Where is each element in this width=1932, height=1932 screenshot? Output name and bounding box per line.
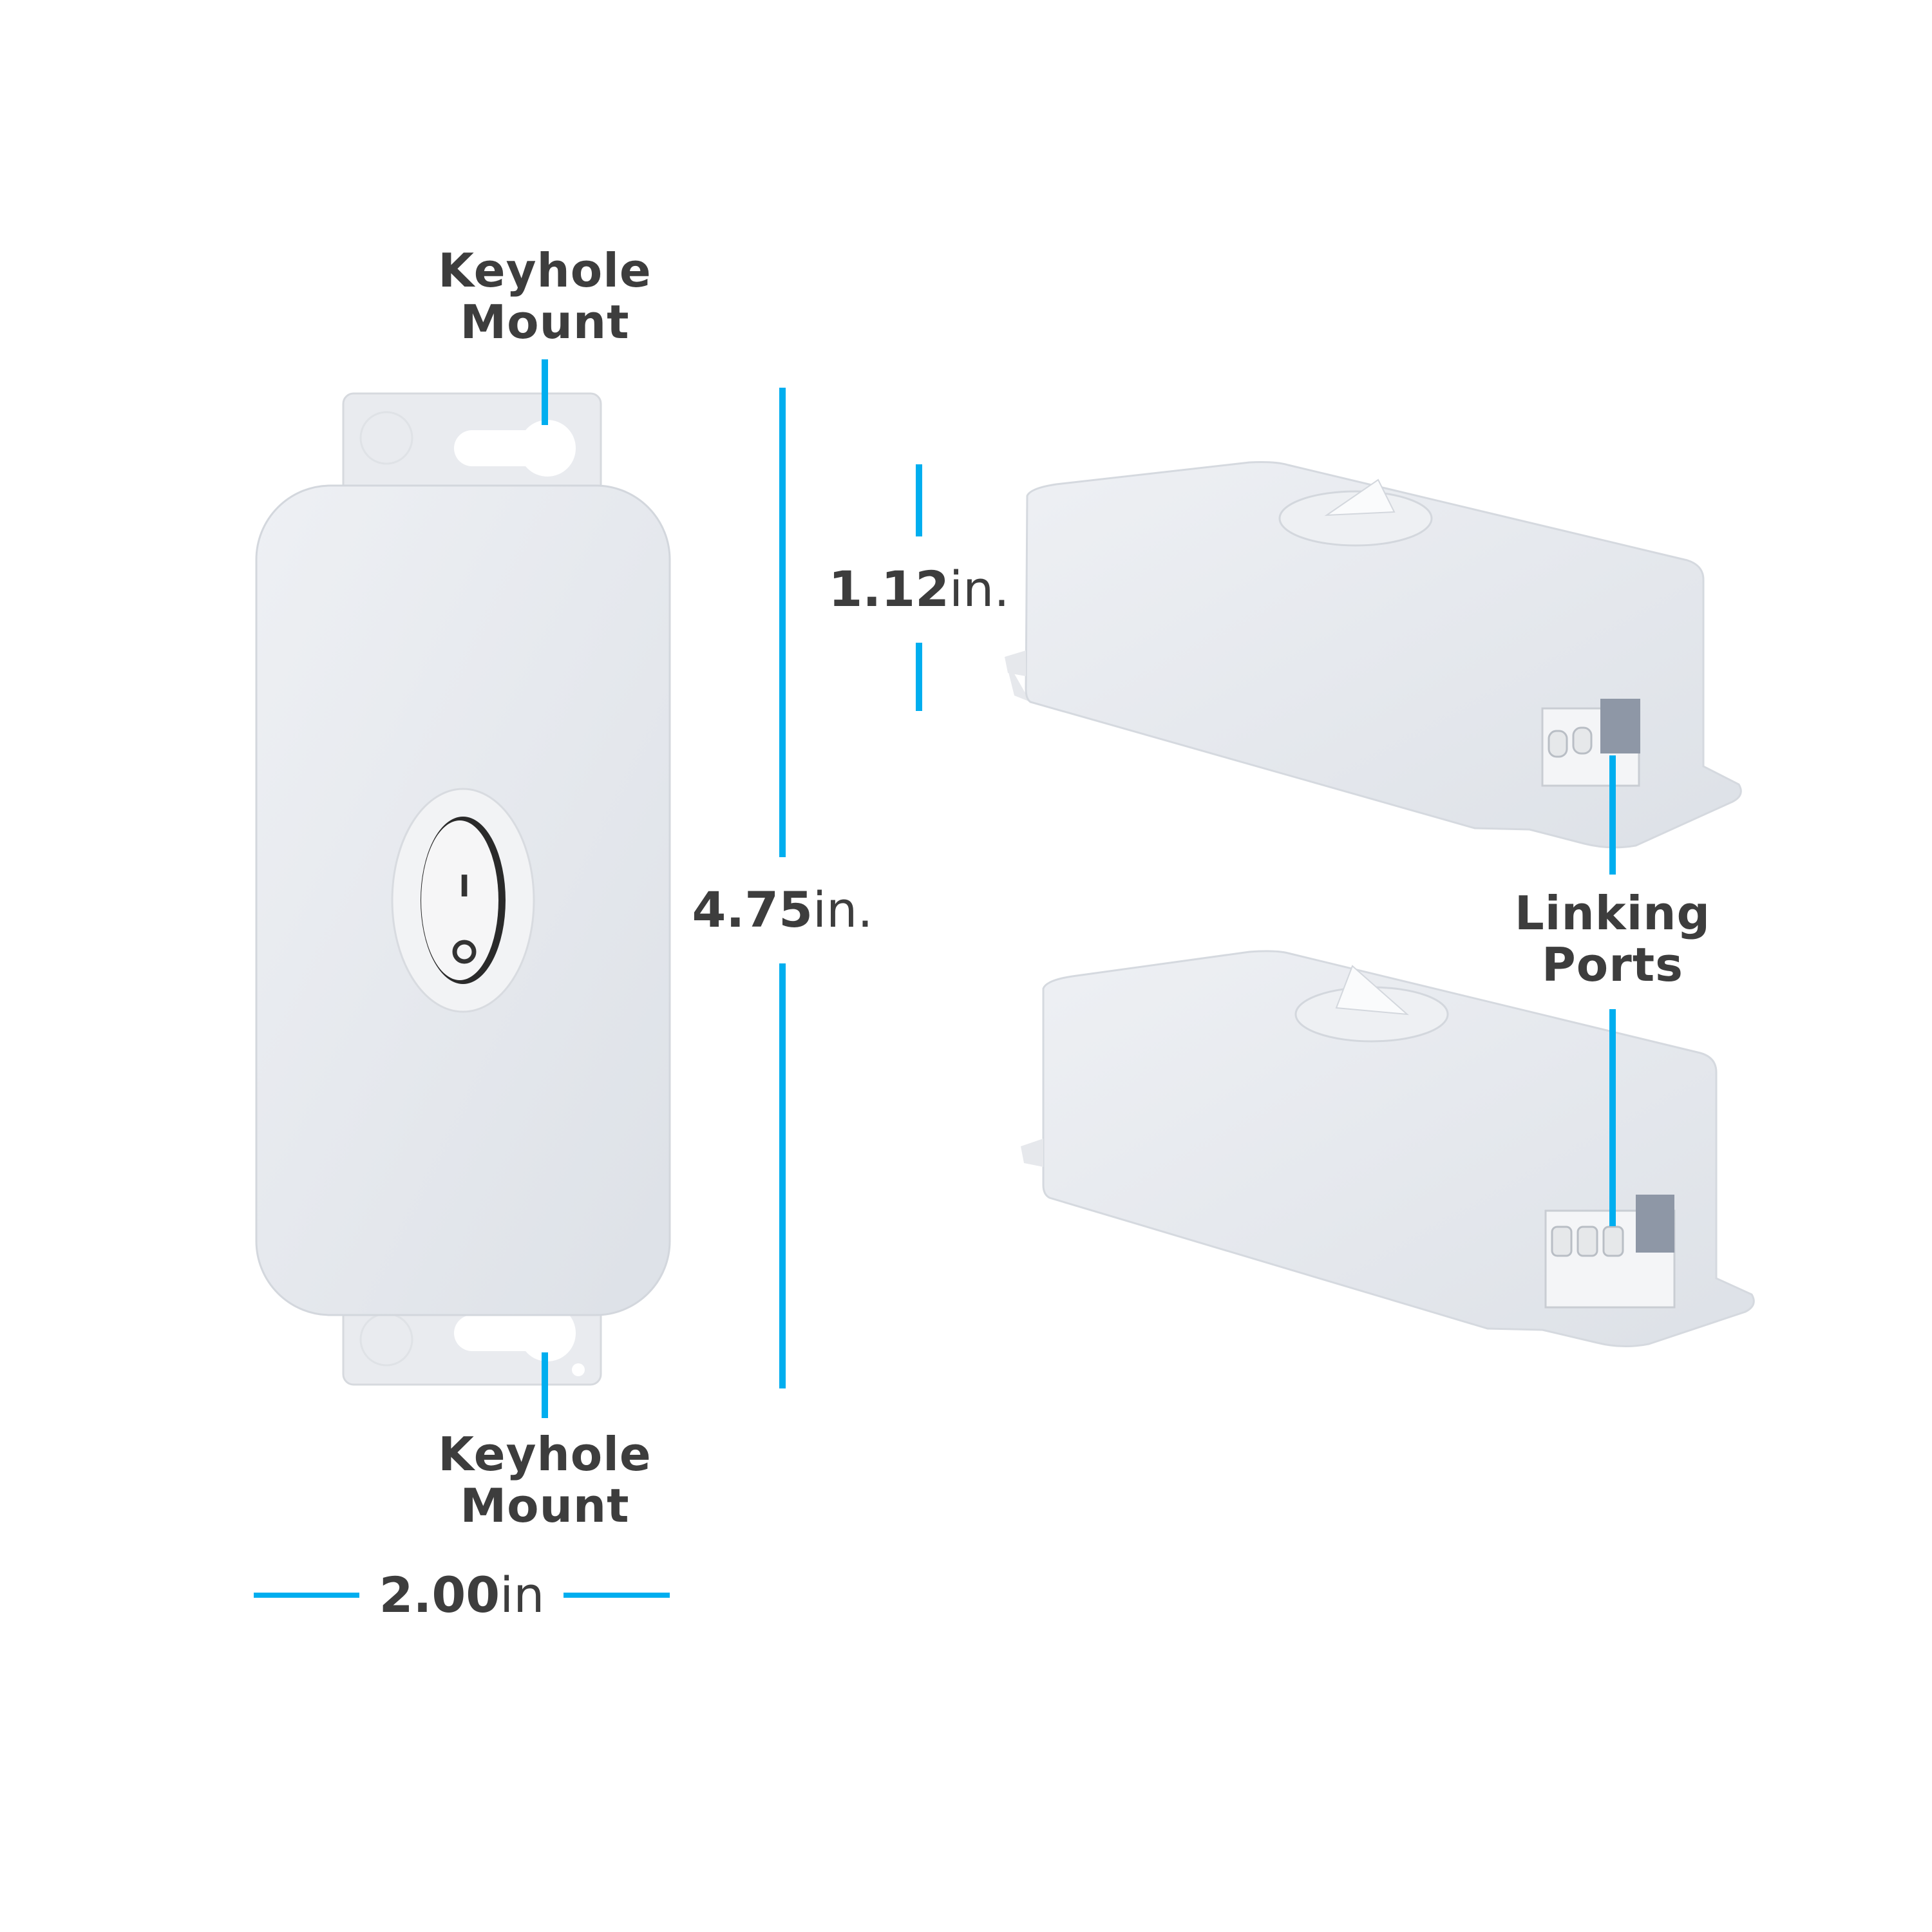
height-line-bottom	[779, 963, 786, 1388]
label-line: Keyhole	[438, 243, 652, 298]
label-line: Mount	[460, 295, 630, 349]
linking-ports-leader-bottom	[1609, 1009, 1616, 1226]
height-unit: in.	[813, 881, 873, 938]
width-unit: in	[500, 1566, 545, 1624]
height-dimension: 4.75in.	[692, 884, 873, 936]
side-view-switch-2	[1021, 950, 1755, 1348]
label-line: Ports	[1541, 938, 1683, 992]
label-line: Keyhole	[438, 1427, 652, 1481]
label-line: Linking	[1514, 886, 1711, 940]
off-mark	[452, 940, 477, 964]
depth-value: 1.12	[828, 560, 950, 618]
depth-unit: in.	[949, 560, 1010, 618]
keyhole-mount-bottom-label: Keyhole Mount	[438, 1428, 652, 1531]
keyhole-bottom-leader	[542, 1352, 548, 1418]
height-value: 4.75	[692, 881, 813, 938]
keyhole-top-leader	[542, 359, 548, 425]
keyhole-bottom-icon	[454, 1305, 576, 1361]
linking-ports-leader-top	[1609, 755, 1616, 875]
depth-dimension: 1.12in.	[829, 564, 1010, 615]
front-view-switch: I	[255, 392, 671, 1386]
label-line: Mount	[460, 1479, 630, 1533]
height-line-top	[779, 388, 786, 857]
width-line-right	[564, 1593, 670, 1598]
depth-line-top	[916, 464, 922, 536]
rocker-switch	[421, 820, 498, 980]
side-view-switch-1	[1005, 461, 1742, 849]
keyhole-top-icon	[454, 420, 576, 477]
keyhole-mount-top-label: Keyhole Mount	[438, 245, 652, 348]
depth-line-bottom	[916, 643, 922, 711]
width-line-left	[254, 1593, 359, 1598]
on-mark: I	[459, 869, 469, 904]
width-dimension: 2.00in	[379, 1569, 545, 1621]
linking-ports-label: Linking Ports	[1515, 887, 1710, 990]
width-value: 2.00	[379, 1566, 500, 1624]
